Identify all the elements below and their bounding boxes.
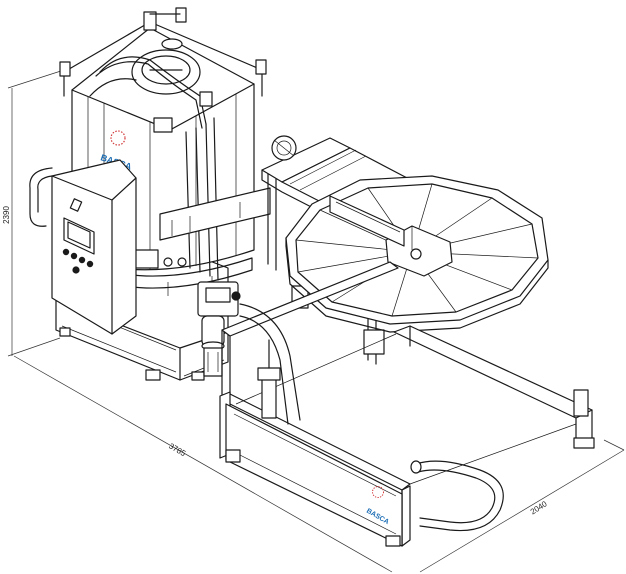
discharge-hose <box>239 303 504 532</box>
panel-button <box>62 248 70 256</box>
width-dimension-label: 2040 <box>529 499 549 516</box>
panel-button <box>78 256 86 264</box>
width-dimension: 2040 <box>419 439 625 573</box>
length-dimension-label: 3785 <box>167 441 187 458</box>
rotary-table <box>285 175 549 333</box>
height-dimension-label: 2390 <box>2 206 11 224</box>
panel-button <box>72 266 80 274</box>
panel-button <box>86 260 94 268</box>
collection-frame: BASCA <box>219 261 595 547</box>
panel-button <box>70 252 78 260</box>
hmi-screen <box>63 217 95 255</box>
pump-valve-assembly <box>197 281 241 377</box>
control-panel <box>29 159 137 335</box>
height-dimension: 2390 <box>2 69 65 357</box>
